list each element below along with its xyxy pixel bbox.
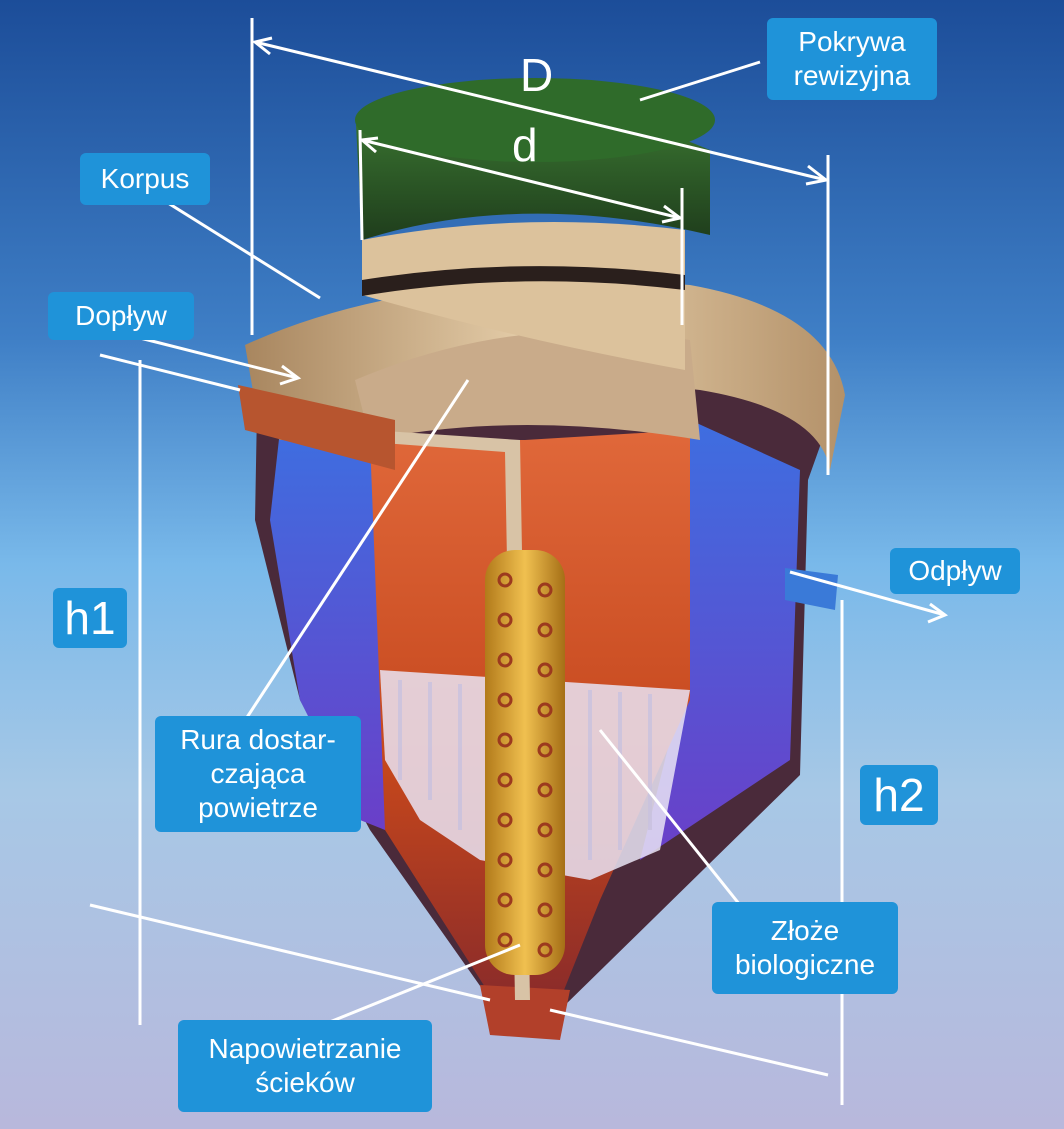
label-h1: h1 (53, 588, 127, 648)
biofilm-right (640, 420, 800, 860)
label-doplyw: Dopływ (48, 292, 194, 340)
tank-base (480, 985, 570, 1040)
bed-fibers (398, 680, 652, 860)
aeration-tube (485, 550, 565, 975)
inner-cylinder (355, 331, 700, 440)
label-rura-dostarczajaca-powietrze: Rura dostar- czająca powietrze (155, 716, 361, 832)
label-napowietrzanie-sciekow: Napowietrzanie ścieków (178, 1020, 432, 1112)
dimension-D: D (520, 49, 554, 101)
label-odplyw: Odpływ (890, 548, 1020, 594)
lid-top (355, 78, 715, 162)
dimension-d: d (512, 119, 538, 171)
label-pokrywa-rewizyjna: Pokrywa rewizyjna (767, 18, 937, 100)
label-korpus: Korpus (80, 153, 210, 205)
aeration-holes (497, 572, 553, 958)
lid-neck (362, 222, 685, 370)
inlet-pipe (238, 385, 395, 470)
lid-neck-band (362, 266, 685, 296)
outlet-pipe (785, 568, 838, 610)
label-h2: h2 (860, 765, 938, 825)
label-zloze-biologiczne: Złoże biologiczne (712, 902, 898, 994)
leader-lines (89, 18, 949, 1105)
